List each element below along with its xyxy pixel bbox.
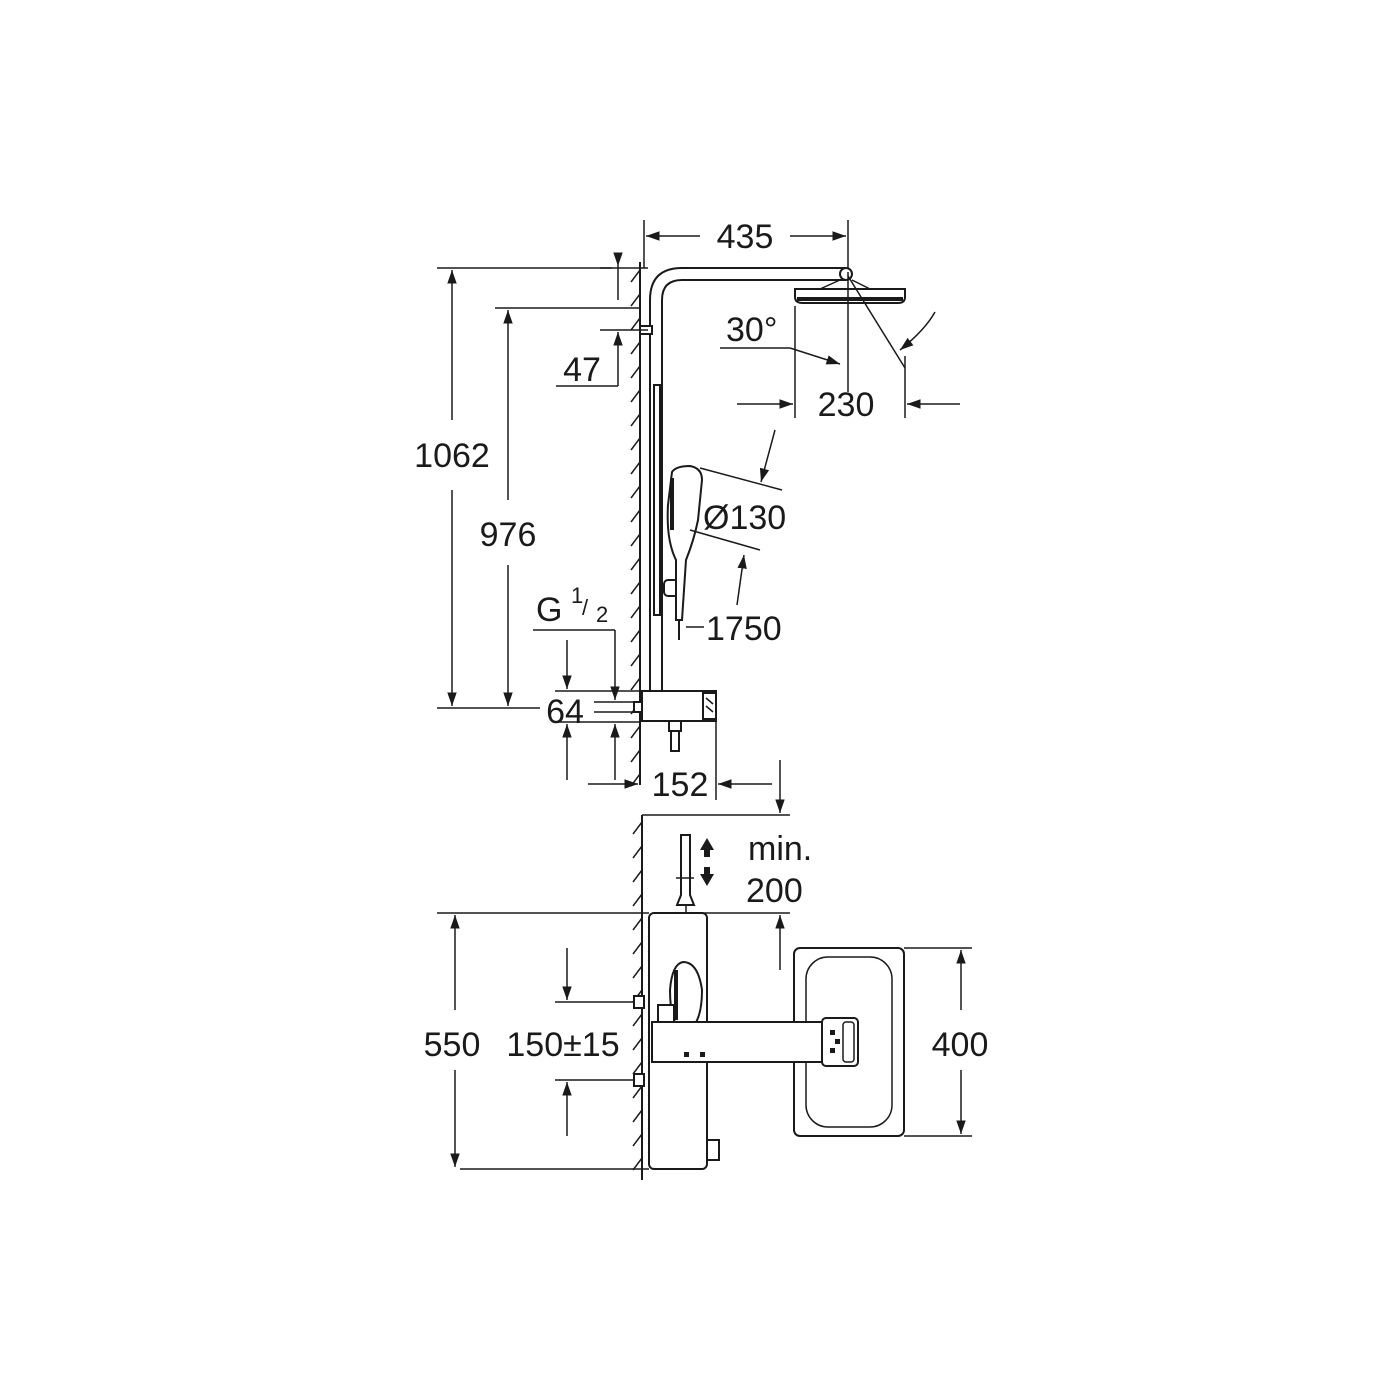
plan-view: min. 200 550 150±15 400 (424, 760, 989, 1180)
double-arrow-icon (700, 838, 714, 886)
dim-200-label: 200 (746, 872, 803, 910)
min-label: min. (748, 830, 812, 868)
side-elevation-view: 435 30° 230 47 1062 976 (414, 218, 960, 804)
dim-47-label: 47 (563, 351, 601, 389)
hand-shower-plan (657, 960, 704, 1031)
dim-435-label: 435 (717, 218, 774, 256)
riser-pipe (649, 267, 846, 690)
thermostat-side (633, 690, 717, 752)
dim-1062-label: 1062 (414, 437, 490, 475)
dim-150-label: 150±15 (506, 1026, 619, 1064)
dim-400-label: 400 (932, 1026, 989, 1064)
dim-152-label: 152 (652, 766, 709, 804)
arm-and-head-plan (651, 947, 905, 1137)
thread-denominator: 2 (596, 602, 608, 627)
wall-hatching-lower (632, 821, 643, 1171)
slide-rail (653, 384, 661, 616)
dim-d130-label: Ø130 (703, 499, 786, 537)
dim-230-label: 230 (818, 386, 875, 424)
thread-numerator: 1 (571, 583, 583, 608)
angle-arc (899, 311, 936, 351)
dim-64-label: 64 (546, 693, 584, 731)
dim-1750-label: 1750 (706, 610, 782, 648)
head-shower (794, 267, 906, 304)
hand-shower (666, 464, 704, 640)
svg-text:/: / (582, 595, 589, 620)
cartridge (675, 834, 696, 913)
dim-976-label: 976 (480, 516, 537, 554)
thread-g-label: G (536, 591, 562, 629)
dim-550-label: 550 (424, 1026, 481, 1064)
dim-30deg-label: 30° (726, 311, 777, 349)
